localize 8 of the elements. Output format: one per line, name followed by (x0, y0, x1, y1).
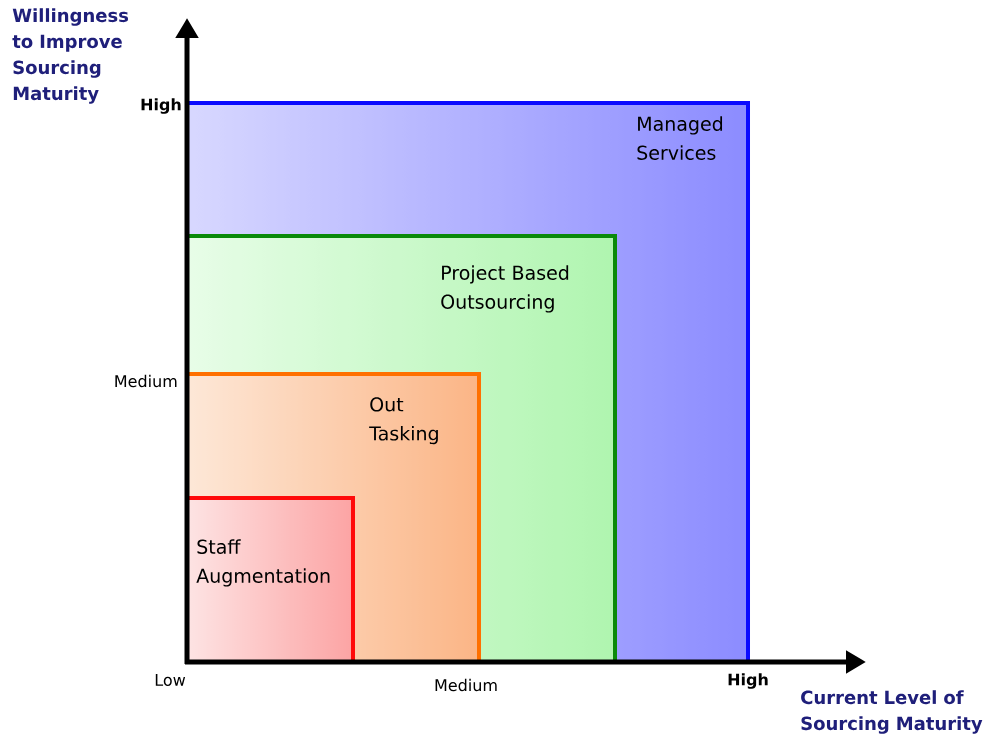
axis-label: Medium (115, 374, 177, 388)
axis-label: Current Level of Sourcing Maturity (801, 690, 983, 734)
axis-label: High (141, 98, 181, 114)
axis-label: High (728, 673, 768, 689)
axis-label: Willingness to Improve Sourcing Maturity (12, 8, 129, 104)
axis-label: Low (155, 674, 186, 686)
region-box: Staff Augmentation (185, 496, 355, 664)
axis-label: Medium (435, 678, 497, 692)
